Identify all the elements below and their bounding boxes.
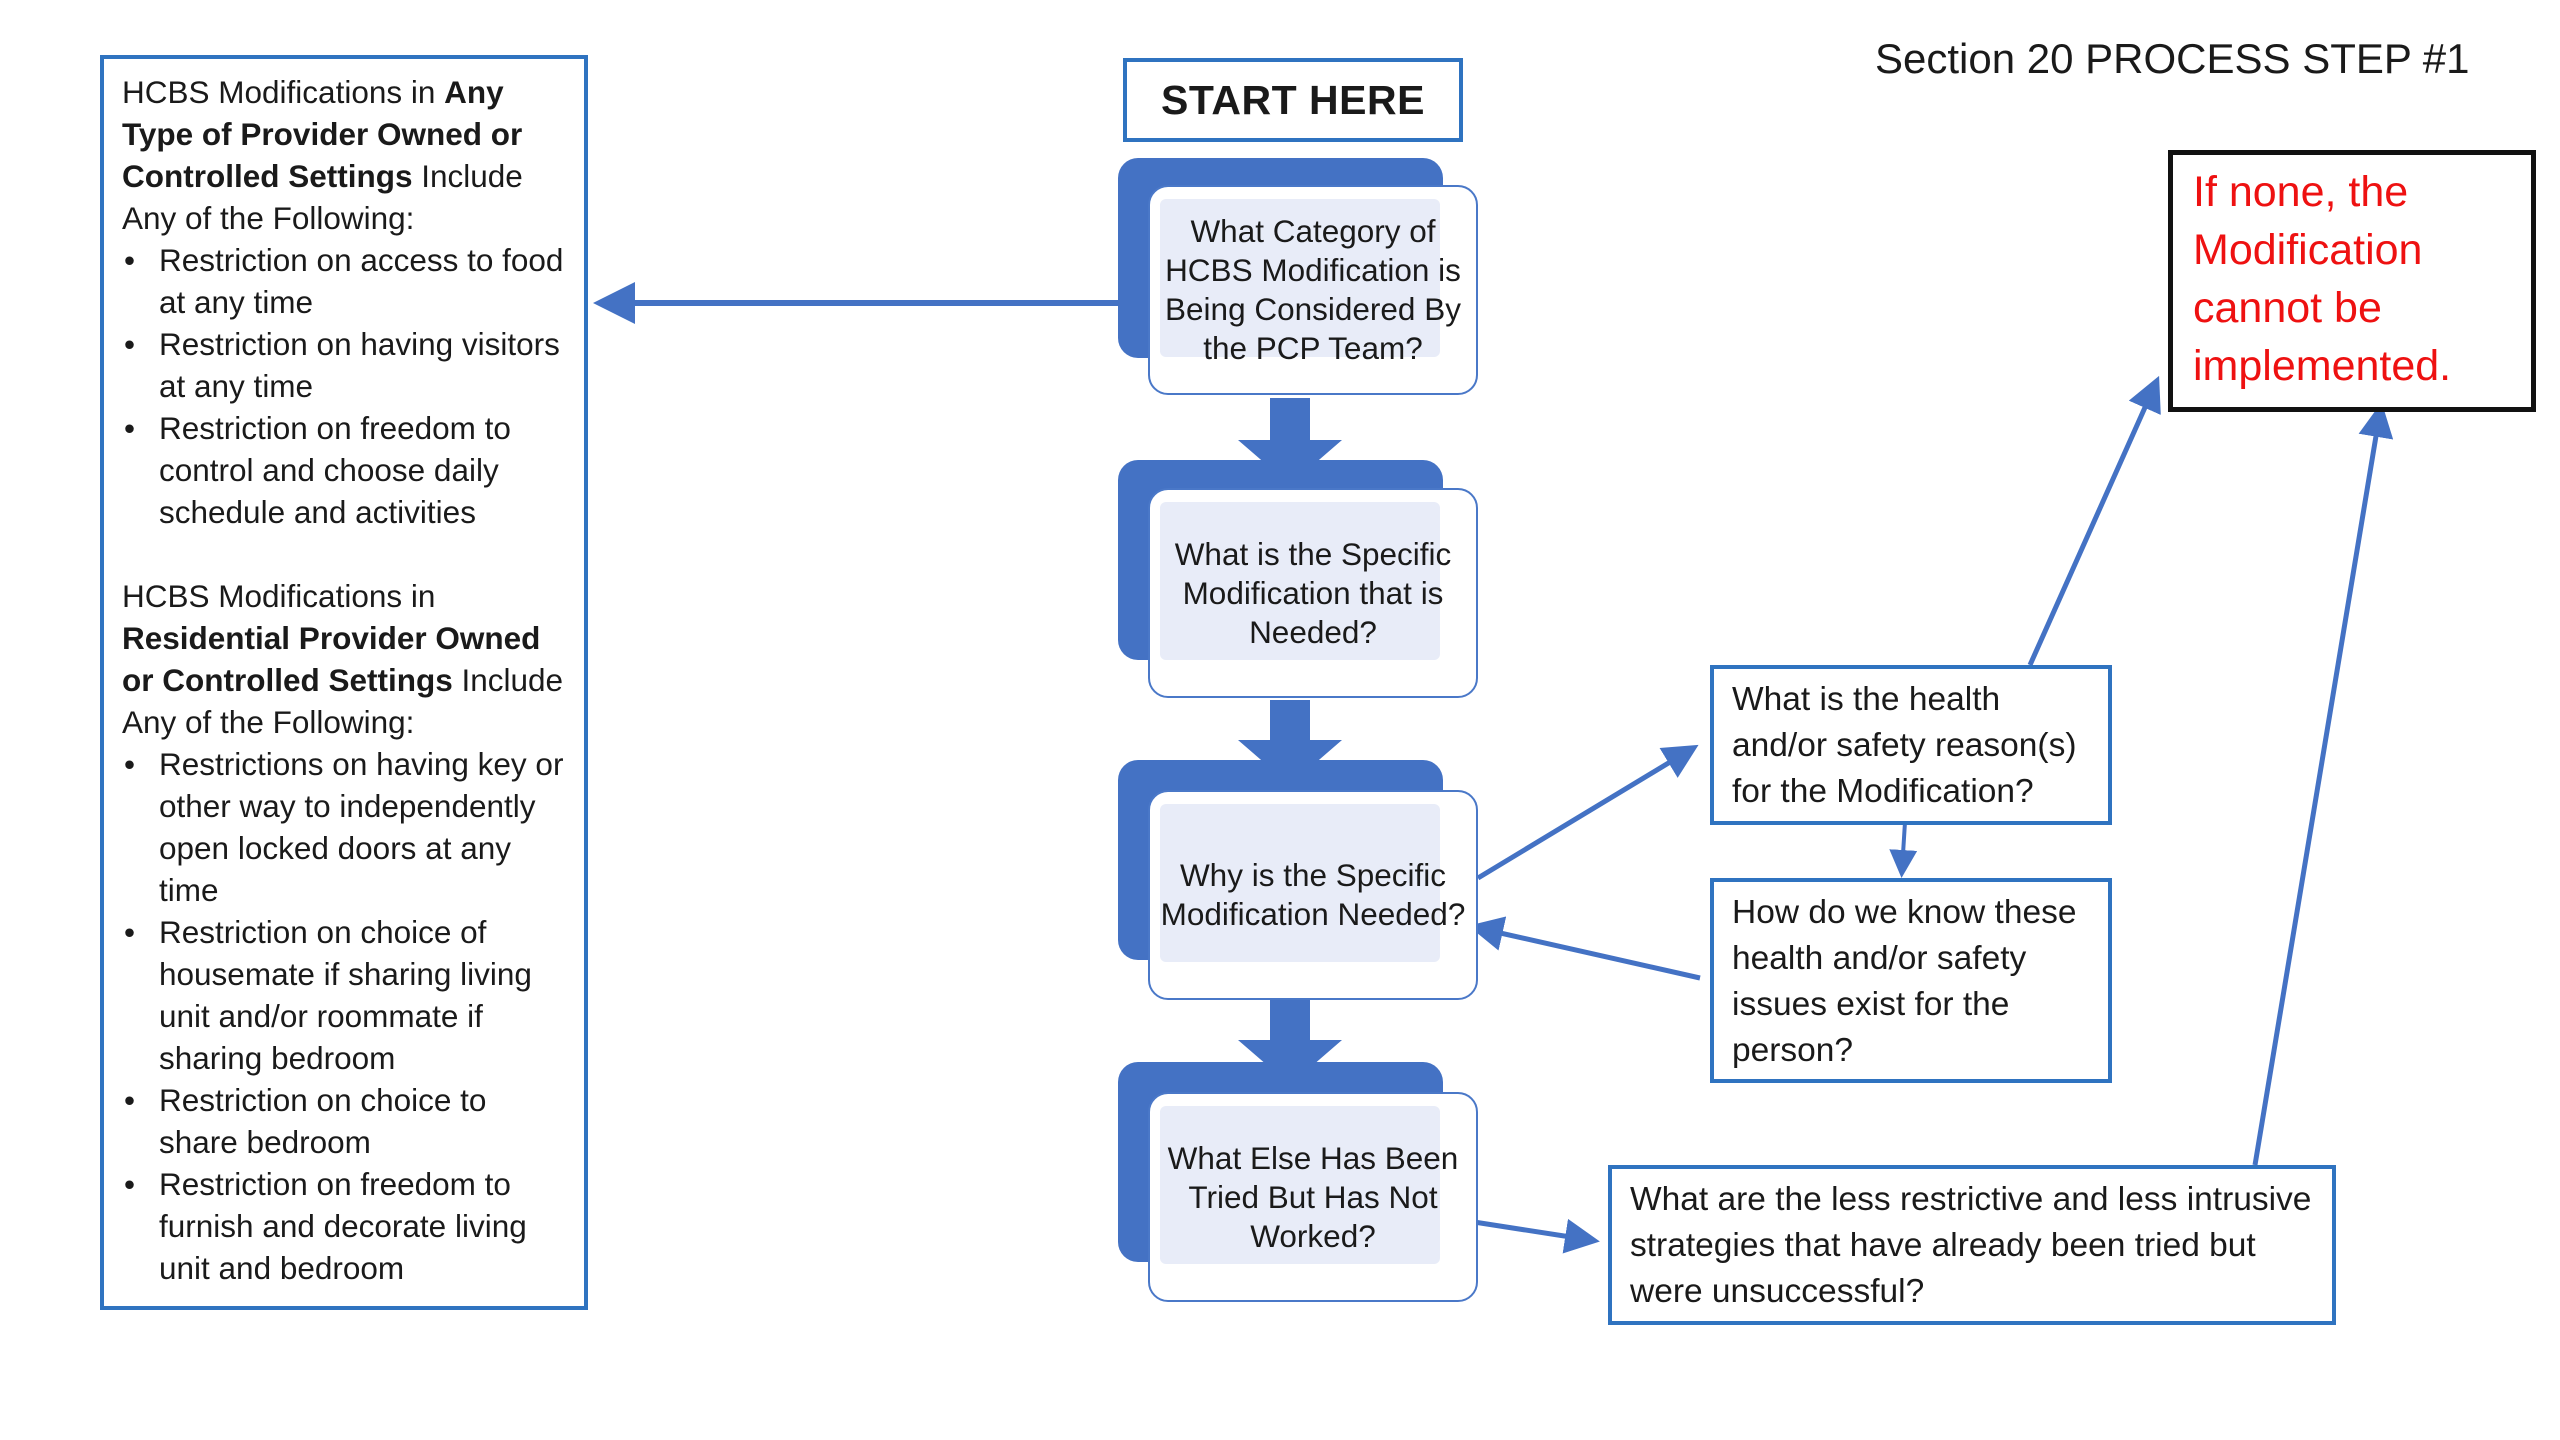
arrow-health-to-red (2027, 375, 2161, 667)
arrow-health-to-know (1889, 821, 1918, 878)
section1-intro-pre: HCBS Modifications in (122, 74, 445, 110)
down-arrow-3 (1238, 1000, 1342, 1085)
card-shade (1160, 199, 1440, 357)
card-shade (1160, 804, 1440, 962)
section2-intro-post: Include Any of the Following: (122, 662, 564, 740)
list-item: Restrictions on having key or other way … (122, 743, 566, 911)
section1-list: Restriction on access to food at any tim… (122, 239, 566, 533)
arrow-know-to-step3 (1468, 916, 1701, 981)
list-item: Restriction on freedom to control and ch… (122, 407, 566, 533)
arrow-less-to-red (2252, 402, 2394, 1166)
modifications-list-panel: HCBS Modifications in Any Type of Provid… (100, 55, 588, 1310)
section2-intro-pre: HCBS Modifications in (122, 578, 436, 614)
list-item: Restriction on freedom to furnish and de… (122, 1163, 566, 1289)
health-reason-box: What is the health and/or safety reason(… (1710, 665, 2112, 825)
list-item: Restriction on choice to share bedroom (122, 1079, 566, 1163)
list-item: Restriction on choice of housemate if sh… (122, 911, 566, 1079)
step-category-text: What Category of HCBS Modification is Be… (1165, 213, 1461, 366)
section1-intro-bold: Any Type of Provider Owned or Controlled… (122, 74, 523, 194)
list-item: Restriction on having visitors at any ti… (122, 323, 566, 407)
section-spacer (122, 533, 566, 575)
card-shade (1160, 502, 1440, 660)
section2-intro: HCBS Modifications in Residential Provid… (122, 575, 566, 743)
list-item: Restriction on access to food at any tim… (122, 239, 566, 323)
step-category-card: What Category of HCBS Modification is Be… (1148, 185, 1478, 395)
step-why-card: Why is the Specific Modification Needed? (1148, 790, 1478, 1000)
section1-intro-post: Include Any of the Following: (122, 158, 523, 236)
step-why-text: Why is the Specific Modification Needed? (1160, 857, 1466, 932)
start-here-box: START HERE (1123, 58, 1463, 142)
step-specific-text: What is the Specific Modification that i… (1174, 535, 1452, 650)
section2-intro-bold: Residential Provider Owned or Controlled… (122, 620, 541, 698)
down-arrow-2 (1238, 700, 1342, 785)
section1-intro: HCBS Modifications in Any Type of Provid… (122, 71, 566, 239)
none-warning-box: If none, the Modification cannot be impl… (2168, 150, 2536, 412)
page-title: Section 20 PROCESS STEP #1 (1875, 35, 2470, 82)
arrow-to-less-restrictive (1473, 1218, 1600, 1254)
less-restrictive-box: What are the less restrictive and less i… (1608, 1165, 2336, 1325)
step-tried-card: What Else Has Been Tried But Has Not Wor… (1148, 1092, 1478, 1302)
card-shade (1160, 1106, 1440, 1264)
step-tried-text: What Else Has Been Tried But Has Not Wor… (1167, 1139, 1459, 1254)
how-know-box: How do we know these health and/or safet… (1710, 878, 2112, 1083)
arrow-to-health-reason (1476, 744, 1699, 881)
down-arrow-1 (1238, 398, 1342, 485)
section2-list: Restrictions on having key or other way … (122, 743, 566, 1289)
step-specific-card: What is the Specific Modification that i… (1148, 488, 1478, 698)
